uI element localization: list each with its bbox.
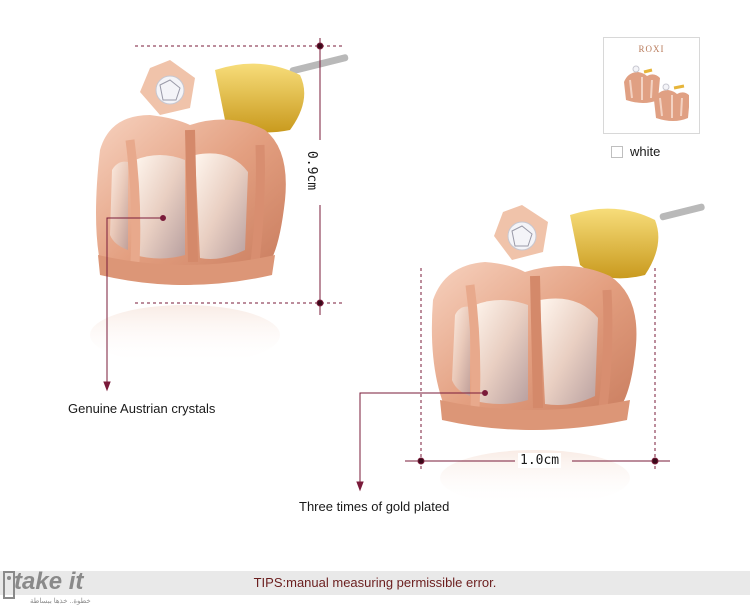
earring-right-reflection	[440, 450, 630, 506]
plating-callout-leader	[356, 390, 488, 492]
earring-left	[96, 54, 349, 285]
height-dimension-label: 0.9cm	[304, 148, 320, 193]
crystals-callout-leader	[103, 215, 166, 392]
tips-text: TIPS:manual measuring permissible error.	[253, 575, 497, 590]
width-dimension-lines	[405, 268, 670, 470]
earring-right	[431, 203, 705, 430]
height-dimension-lines	[135, 38, 345, 315]
takeit-logo: take it خطوة.. خذها ببساطة	[2, 568, 112, 610]
logo-sub-text: خطوة.. خذها ببساطة	[30, 598, 91, 605]
crystals-callout-text: Genuine Austrian crystals	[68, 401, 216, 416]
width-dimension-label: 1.0cm	[518, 453, 562, 468]
thumbnail-brand: ROXI	[638, 44, 665, 54]
earring-left-reflection	[90, 305, 280, 365]
color-option-label: white	[630, 144, 661, 159]
thumbnail-earrings-image	[624, 65, 689, 121]
plating-callout-text: Three times of gold plated	[299, 499, 450, 514]
logo-main-text: take it	[14, 568, 84, 595]
color-thumbnail[interactable]: ROXI	[603, 37, 700, 134]
logo-tag-icon	[3, 571, 15, 599]
tips-bar: TIPS:manual measuring permissible error.	[0, 571, 750, 595]
color-option-checkbox[interactable]	[611, 146, 623, 158]
